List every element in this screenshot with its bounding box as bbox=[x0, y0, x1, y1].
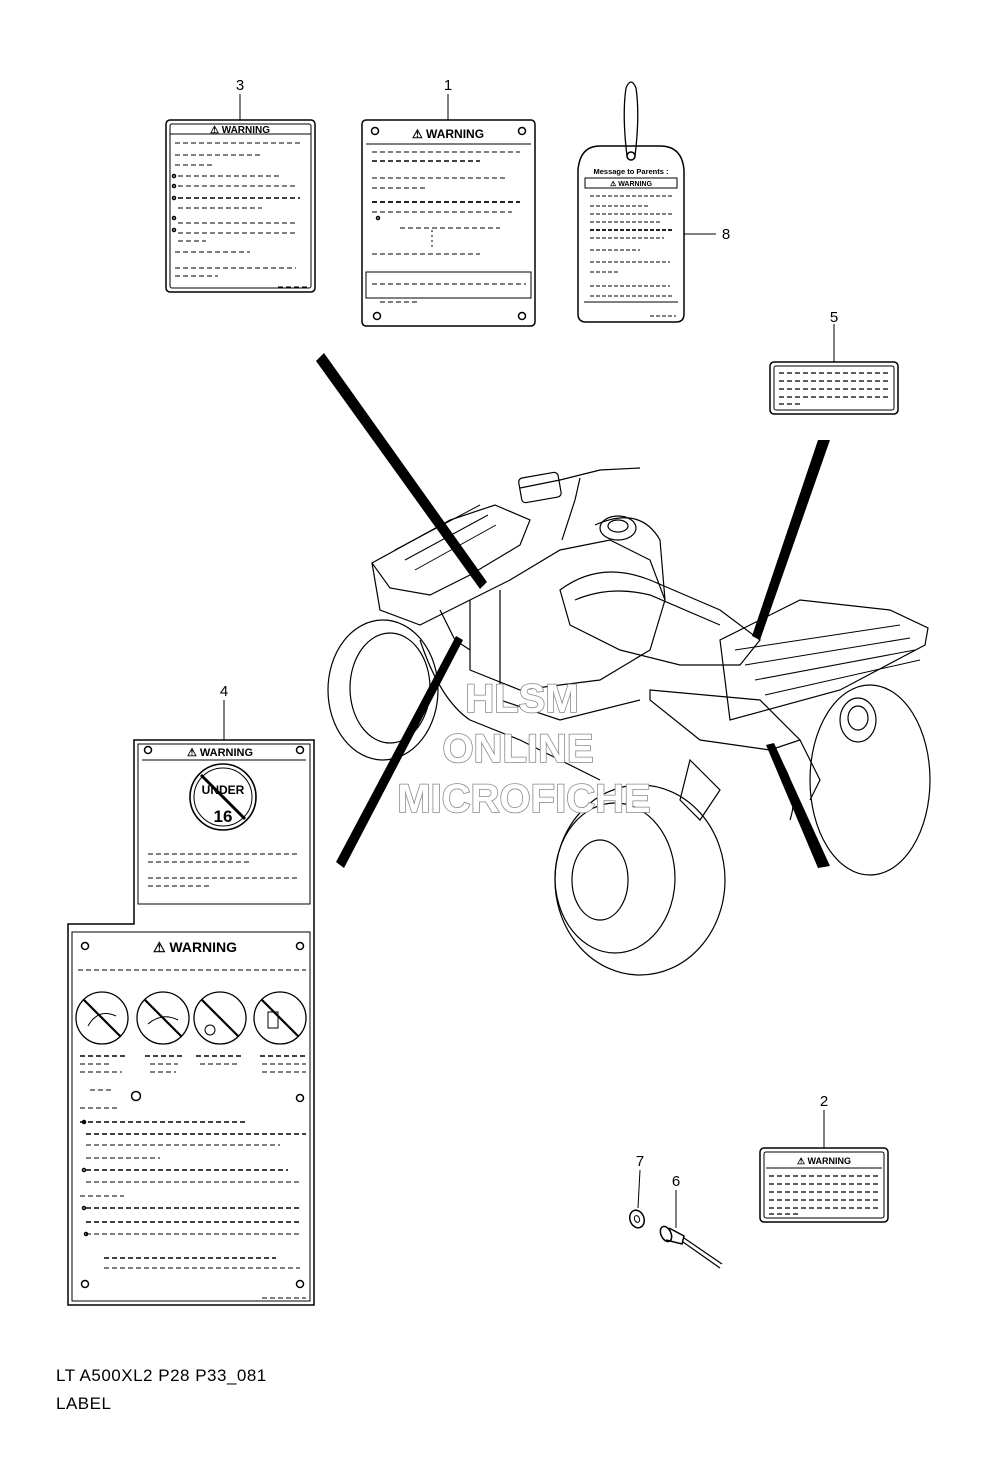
label-4[interactable]: ⚠ WARNING UNDER 16 ⚠ WARNING bbox=[67, 739, 315, 1306]
callout-2: 2 bbox=[820, 1093, 828, 1110]
svg-text:16: 16 bbox=[214, 807, 233, 826]
svg-text:⚠ WARNING: ⚠ WARNING bbox=[210, 125, 270, 136]
callout-8: 8 bbox=[722, 226, 730, 243]
callout-leaders bbox=[223, 94, 835, 1228]
watermark-line-2: ONLINE bbox=[442, 727, 593, 771]
svg-text:⚠ WARNING: ⚠ WARNING bbox=[610, 180, 653, 188]
rivet-6[interactable] bbox=[658, 1225, 723, 1269]
watermark-line-3: MICROFICHE bbox=[397, 777, 650, 821]
svg-text:⚠ WARNING: ⚠ WARNING bbox=[412, 127, 484, 141]
callout-3: 3 bbox=[236, 77, 244, 94]
callout-6: 6 bbox=[672, 1173, 680, 1190]
svg-text:⚠ WARNING: ⚠ WARNING bbox=[187, 747, 253, 759]
callout-7: 7 bbox=[636, 1153, 644, 1170]
leader-bars bbox=[316, 353, 830, 868]
callout-1: 1 bbox=[444, 77, 452, 94]
callout-4: 4 bbox=[220, 683, 228, 700]
label-5[interactable] bbox=[769, 361, 899, 415]
svg-text:Message to Parents :: Message to Parents : bbox=[593, 167, 668, 176]
label-2[interactable]: ⚠ WARNING bbox=[759, 1147, 889, 1223]
diagram-title: LABEL bbox=[56, 1394, 112, 1413]
label-3[interactable]: ⚠ WARNING bbox=[165, 119, 316, 293]
watermark-line-1: HLSM bbox=[465, 677, 578, 721]
diagram-code: LT A500XL2 P28 P33_081 bbox=[56, 1366, 267, 1385]
callout-numbers: 3 1 8 5 4 2 7 6 bbox=[220, 77, 838, 1190]
label-1[interactable]: ⚠ WARNING bbox=[361, 119, 536, 327]
atv-illustration bbox=[327, 467, 931, 976]
svg-text:UNDER: UNDER bbox=[202, 783, 245, 797]
label-8[interactable]: Message to Parents : ⚠ WARNING bbox=[577, 81, 685, 323]
callout-5: 5 bbox=[830, 309, 838, 326]
washer-7[interactable] bbox=[627, 1208, 646, 1230]
svg-text:⚠ WARNING: ⚠ WARNING bbox=[797, 1156, 851, 1166]
watermark: HLSM ONLINE MICROFICHE bbox=[397, 676, 652, 822]
svg-text:⚠ WARNING: ⚠ WARNING bbox=[153, 939, 237, 955]
